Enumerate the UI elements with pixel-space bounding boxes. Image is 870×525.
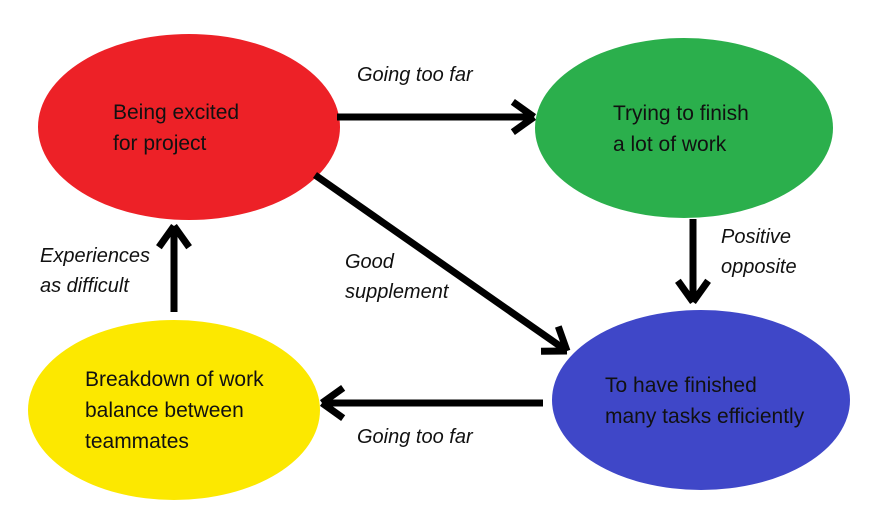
edge-arrow-breakdown-to-excited-arrowhead-barb-1 [156,223,177,250]
edge-arrow-finished-tasks-to-breakdown-arrowhead-barb-0 [319,385,346,406]
node-ellipse-finish-work[interactable] [535,38,833,218]
node-finished-tasks[interactable] [552,310,850,490]
edge-arrow-excited-to-finish-work[interactable] [337,99,537,135]
edge-arrow-finish-work-to-finished-tasks[interactable] [675,219,711,305]
edge-arrow-excited-to-finish-work-arrowhead-barb-0 [510,114,537,135]
node-excited[interactable] [38,34,340,220]
edge-arrow-finish-work-to-finished-tasks-arrowhead-barb-1 [690,278,711,305]
edge-arrow-breakdown-to-excited-arrowhead-barb-0 [171,223,192,250]
edge-arrow-excited-to-finished-tasks-arrowhead-barb-1 [555,325,571,353]
edge-arrow-excited-to-finished-tasks-shaft [312,172,570,354]
edge-label-excited-to-finished-tasks: Good supplement [345,251,449,303]
node-ellipse-finished-tasks[interactable] [552,310,850,490]
edge-arrow-finished-tasks-to-breakdown[interactable] [319,385,543,421]
edges-group [156,99,711,421]
edge-label-finish-work-to-finished-tasks: Positive opposite [721,226,797,278]
edge-label-excited-to-finish-work: Going too far [357,64,473,86]
edge-arrow-excited-to-finished-tasks[interactable] [312,172,571,355]
edge-arrow-finished-tasks-to-breakdown-arrowhead-barb-1 [319,400,346,421]
edge-label-finished-tasks-to-breakdown: Going too far [357,426,473,448]
node-ellipse-excited[interactable] [38,34,340,220]
node-finish-work[interactable] [535,38,833,218]
edge-label-breakdown-to-excited: Experiences as difficult [40,245,151,297]
nodes-group [28,34,850,500]
edge-arrow-finish-work-to-finished-tasks-arrowhead-barb-0 [675,278,696,305]
edge-arrow-excited-to-finish-work-arrowhead-barb-1 [510,99,537,120]
edge-arrow-breakdown-to-excited[interactable] [156,223,192,312]
node-ellipse-breakdown[interactable] [28,320,320,500]
node-breakdown[interactable] [28,320,320,500]
